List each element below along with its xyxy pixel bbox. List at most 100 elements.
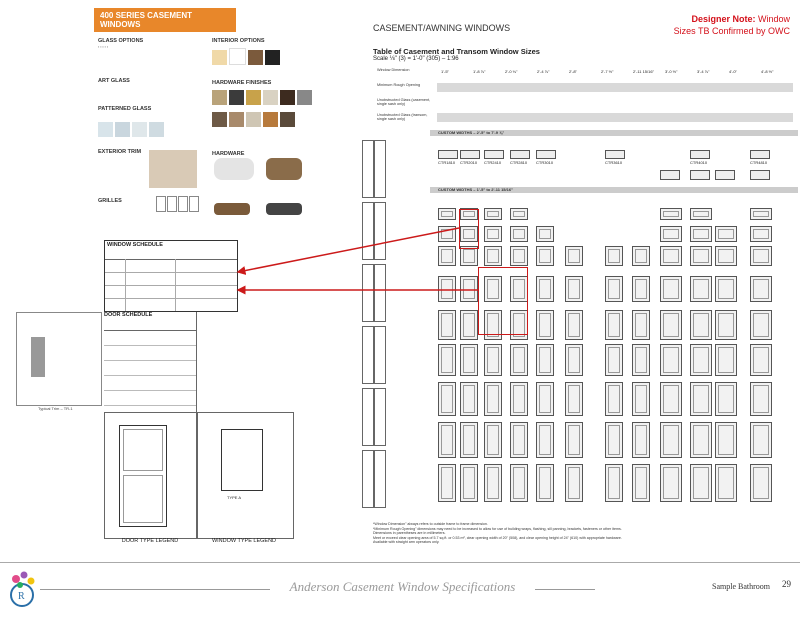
casement-window-icon <box>660 246 682 266</box>
casement-window-icon <box>460 310 478 340</box>
casement-window-icon <box>660 344 682 376</box>
transom-window-icon <box>605 150 625 159</box>
casement-window-icon <box>510 464 528 502</box>
casement-window-icon <box>438 344 456 376</box>
casement-window-icon <box>690 276 712 302</box>
art-glass-heading: ART GLASS <box>98 78 130 84</box>
casement-window-icon <box>750 310 772 340</box>
casement-window-icon <box>565 344 583 376</box>
casement-window-icon <box>632 464 650 502</box>
transom-window-icon <box>438 150 458 159</box>
casement-window-icon <box>510 310 528 340</box>
dimension-row-label: Window Dimension <box>377 68 410 72</box>
transom-window-icon <box>715 170 735 180</box>
trim-photo <box>149 150 197 188</box>
hardware-heading: HARDWARE <box>212 151 245 157</box>
casement-window-icon <box>484 422 502 458</box>
casement-window-icon <box>660 310 682 340</box>
width-header: 4'-0" <box>729 69 737 74</box>
door-legend-title: DOOR TYPE LEGEND <box>121 538 179 544</box>
casement-window-icon <box>460 422 478 458</box>
casement-window-icon <box>632 310 650 340</box>
transom-code: CTR2810 <box>510 160 528 165</box>
casement-window-icon <box>460 276 478 302</box>
casement-window-icon <box>484 208 502 220</box>
door-schedule-title: DOOR SCHEDULE <box>104 312 153 318</box>
casement-window-icon <box>750 422 772 458</box>
casement-window-icon <box>510 246 528 266</box>
casement-window-icon <box>484 246 502 266</box>
casement-window-icon <box>484 344 502 376</box>
casement-window-icon <box>750 464 772 502</box>
highlight-box-cn125 <box>459 209 479 249</box>
casement-window-icon <box>605 276 623 302</box>
casement-window-icon <box>632 246 650 266</box>
casement-window-icon <box>438 422 456 458</box>
casement-window-icon <box>690 246 712 266</box>
width-header: 2'-11 15/16" <box>633 69 655 74</box>
width-header: 2'-0 ⅛" <box>505 69 518 74</box>
hardware-finishes-heading: HARDWARE FINISHES <box>212 80 272 86</box>
casement-window-icon <box>460 344 478 376</box>
interior-swatches <box>212 48 282 70</box>
casement-window-icon <box>715 226 737 242</box>
width-header: 1'-8 ⅞" <box>473 69 486 74</box>
casement-window-icon <box>510 344 528 376</box>
casement-window-icon <box>690 310 712 340</box>
footer-title: Anderson Casement Window Specifications <box>289 579 516 594</box>
casement-window-icon <box>565 464 583 502</box>
casement-window-icon <box>605 344 623 376</box>
dimension-row-label: Unobstructed Glass (casement, single sas… <box>377 98 431 107</box>
glass-options-heading: GLASS OPTIONS <box>98 38 144 44</box>
casement-window-icon <box>438 246 456 266</box>
casement-window-icon <box>536 464 554 502</box>
casement-window-icon <box>438 310 456 340</box>
transom-code: CTR3610 <box>605 160 623 165</box>
casement-header: CASEMENT/AWNING WINDOWS <box>373 23 511 33</box>
width-header: 3'-4 ⅞" <box>697 69 710 74</box>
casement-window-icon <box>715 276 737 302</box>
casement-window-icon <box>484 310 502 340</box>
designer-note: Designer Note: Window Sizes TB Confirmed… <box>673 14 790 36</box>
casement-window-icon <box>750 276 772 302</box>
contemporary-handle-image <box>266 203 302 215</box>
custom-widths-band-transom: CUSTOM WIDTHS – 2'-5" to 7'-9 ⅞" <box>430 130 798 136</box>
svg-text:R: R <box>18 591 25 602</box>
transom-window-icon <box>690 150 710 159</box>
casement-window-icon <box>750 382 772 416</box>
transom-code: CTR2410 <box>484 160 502 165</box>
window-legend-title: WINDOW TYPE LEGEND <box>211 538 277 544</box>
casement-window-icon <box>565 310 583 340</box>
casement-window-icon <box>484 464 502 502</box>
casement-window-icon <box>750 246 772 266</box>
casement-window-icon <box>510 208 528 220</box>
casement-window-icon <box>632 382 650 416</box>
casement-window-icon <box>536 382 554 416</box>
casement-window-icon <box>715 422 737 458</box>
casement-window-icon <box>565 382 583 416</box>
window-schedule-title: WINDOW SCHEDULE <box>107 242 163 248</box>
casement-window-icon <box>484 226 502 242</box>
footer-room: Sample Bathroom <box>712 582 770 591</box>
typical-trim-detail <box>16 312 102 406</box>
transom-code: CTR4810 <box>750 160 768 165</box>
casement-window-icon <box>690 464 712 502</box>
transom-window-icon <box>460 150 480 159</box>
casement-window-icon <box>715 246 737 266</box>
casement-window-icon <box>484 276 502 302</box>
window-type-legend: TYPE A <box>196 412 294 539</box>
casement-window-icon <box>438 382 456 416</box>
casement-window-icon <box>660 208 682 220</box>
casement-window-icon <box>715 310 737 340</box>
glass-options-text: ▪ ▪ ▪ ▪ ▪ <box>98 45 109 49</box>
folding-handle-image <box>214 203 250 215</box>
crank-handle-image <box>214 158 254 180</box>
door-schedule-notes <box>196 312 293 412</box>
casement-window-icon <box>690 422 712 458</box>
brochure-title: 400 SERIES CASEMENT WINDOWS <box>94 8 236 32</box>
footnotes: *Window Dimension" always refers to outs… <box>373 522 622 545</box>
casement-window-icon <box>605 246 623 266</box>
casement-window-icon <box>536 246 554 266</box>
